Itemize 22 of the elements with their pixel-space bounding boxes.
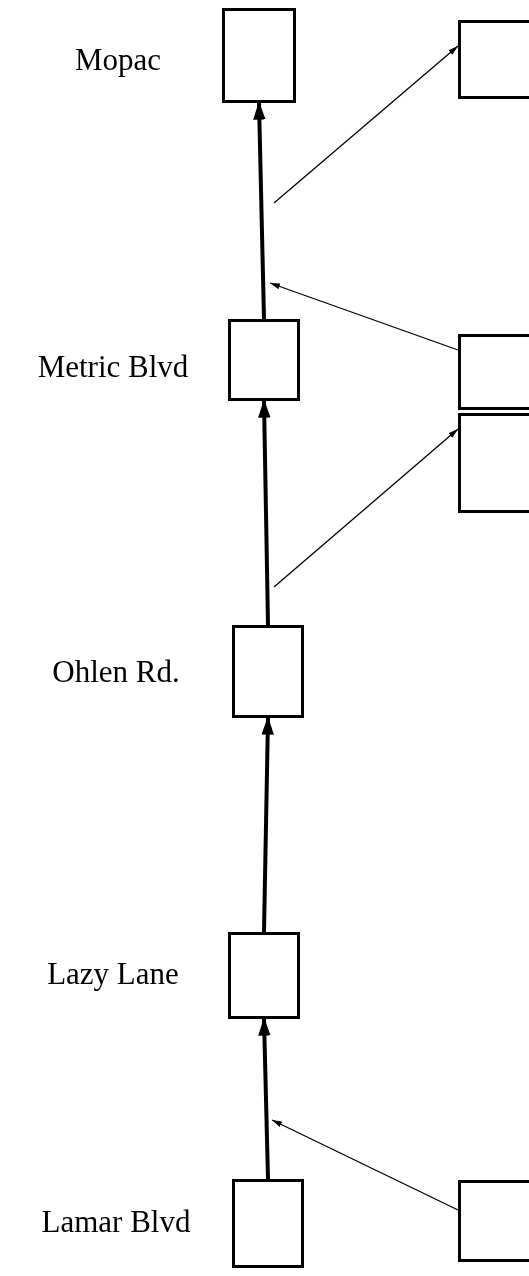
street-label: Lazy Lane: [47, 956, 179, 992]
arrow: [273, 45, 459, 204]
street-label: Ohlen Rd.: [52, 654, 180, 690]
arrow: [269, 282, 459, 351]
empty-box: [458, 413, 529, 513]
empty-box: [458, 1180, 529, 1262]
arrow: [253, 101, 266, 320]
empty-box: [458, 334, 529, 410]
street-label: Lamar Blvd: [41, 1204, 191, 1240]
arrow: [261, 716, 274, 933]
empty-box: [222, 8, 296, 103]
arrow: [271, 1119, 459, 1211]
street-label: Mopac: [74, 42, 162, 78]
street-label: Metric Blvd: [37, 349, 189, 385]
empty-box: [228, 932, 300, 1019]
arrow: [273, 428, 459, 588]
empty-box: [232, 1179, 304, 1268]
empty-box: [232, 625, 304, 718]
empty-box: [458, 20, 529, 99]
arrow: [258, 1017, 271, 1180]
empty-box: [228, 319, 300, 401]
arrow: [258, 399, 271, 626]
